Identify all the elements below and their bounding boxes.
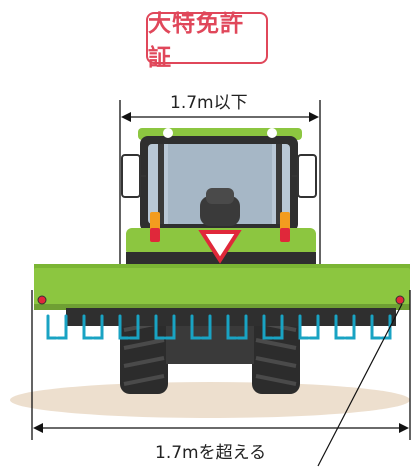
tine bbox=[200, 314, 212, 340]
mirror-left bbox=[121, 154, 141, 198]
mirror-right bbox=[297, 154, 317, 198]
tine bbox=[128, 314, 140, 340]
tine bbox=[236, 314, 248, 340]
tine bbox=[164, 314, 176, 340]
tine bbox=[56, 314, 68, 340]
license-badge: 大特免許証 bbox=[146, 11, 268, 71]
tine bbox=[46, 314, 58, 340]
bottom-dimension-line bbox=[31, 290, 411, 440]
slow-vehicle-sign bbox=[198, 230, 242, 264]
tine bbox=[262, 314, 274, 340]
exceed-width-label: 1.7mを超える bbox=[155, 443, 267, 463]
tine bbox=[226, 314, 238, 340]
tine bbox=[370, 314, 382, 340]
tine bbox=[308, 314, 320, 340]
tine bbox=[272, 314, 284, 340]
tine bbox=[344, 314, 356, 340]
tine bbox=[92, 314, 104, 340]
max-width-label: 1.7m以下 bbox=[170, 93, 248, 113]
tine bbox=[334, 314, 346, 340]
leader-line bbox=[317, 303, 403, 467]
tine bbox=[298, 314, 310, 340]
top-dimension-line bbox=[119, 100, 321, 275]
tractor-cab bbox=[138, 128, 302, 232]
reflector-left bbox=[37, 295, 47, 305]
tine bbox=[154, 314, 166, 340]
tine bbox=[190, 314, 202, 340]
ground-shadow bbox=[10, 382, 410, 418]
tine bbox=[118, 314, 130, 340]
tine bbox=[82, 314, 94, 340]
rotary-implement bbox=[34, 264, 410, 326]
reflector-right bbox=[395, 295, 405, 305]
